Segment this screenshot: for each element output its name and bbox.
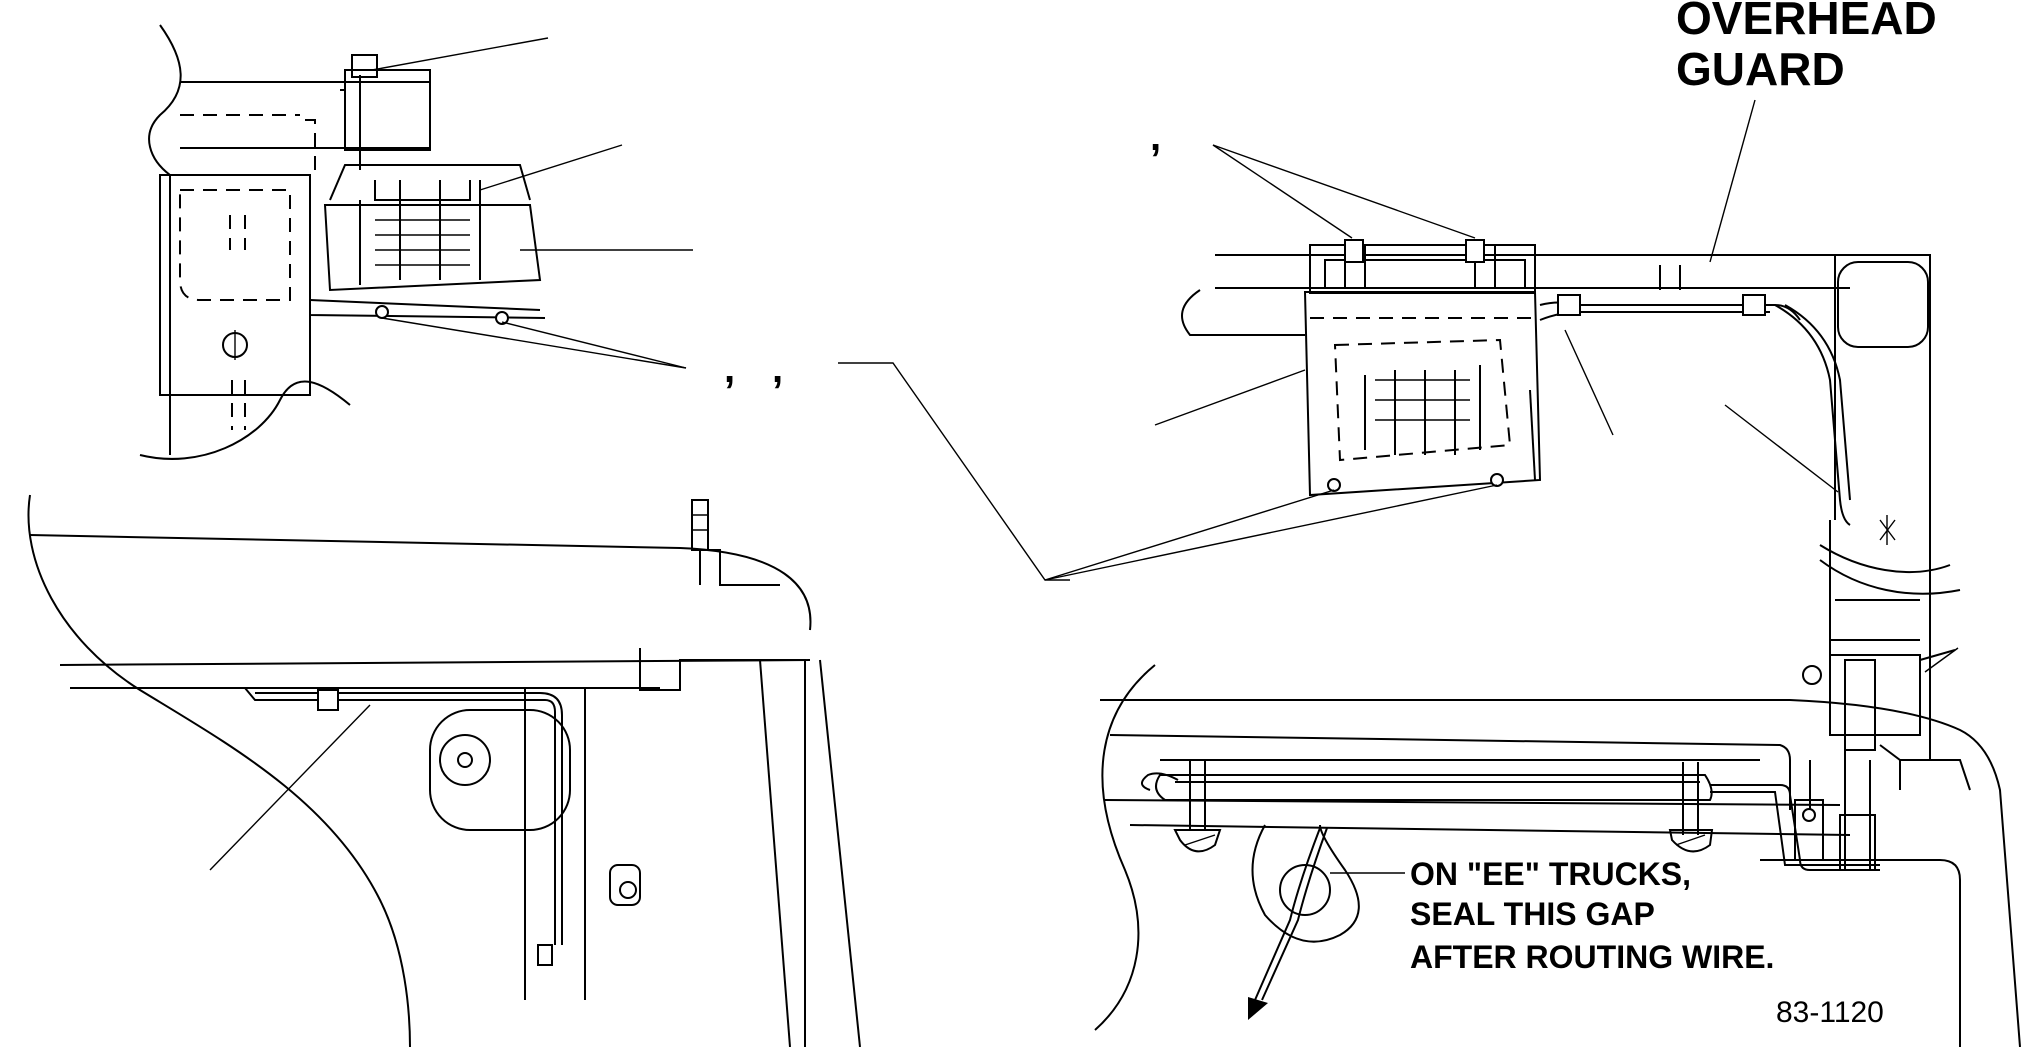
label-comma-left-2: , [772,347,783,391]
note-line3: AFTER ROUTING WIRE. [1410,939,1774,975]
view-bottom-left [27,494,861,1047]
view-top-right [1044,99,1961,760]
leader-center [838,362,1070,581]
label-comma-left-1: , [724,347,735,391]
note-line2: SEAL THIS GAP [1410,896,1655,932]
view-bottom-right [1094,664,2021,1047]
view-top-left [139,24,693,460]
figure-number: 83-1120 [1776,996,1884,1029]
label-comma-right: , [1150,115,1161,159]
label-overhead-guard-line2: GUARD [1676,43,1845,95]
label-overhead-guard-line1: OVERHEAD [1676,0,1937,44]
note-line1: ON "EE" TRUCKS, [1410,856,1691,892]
